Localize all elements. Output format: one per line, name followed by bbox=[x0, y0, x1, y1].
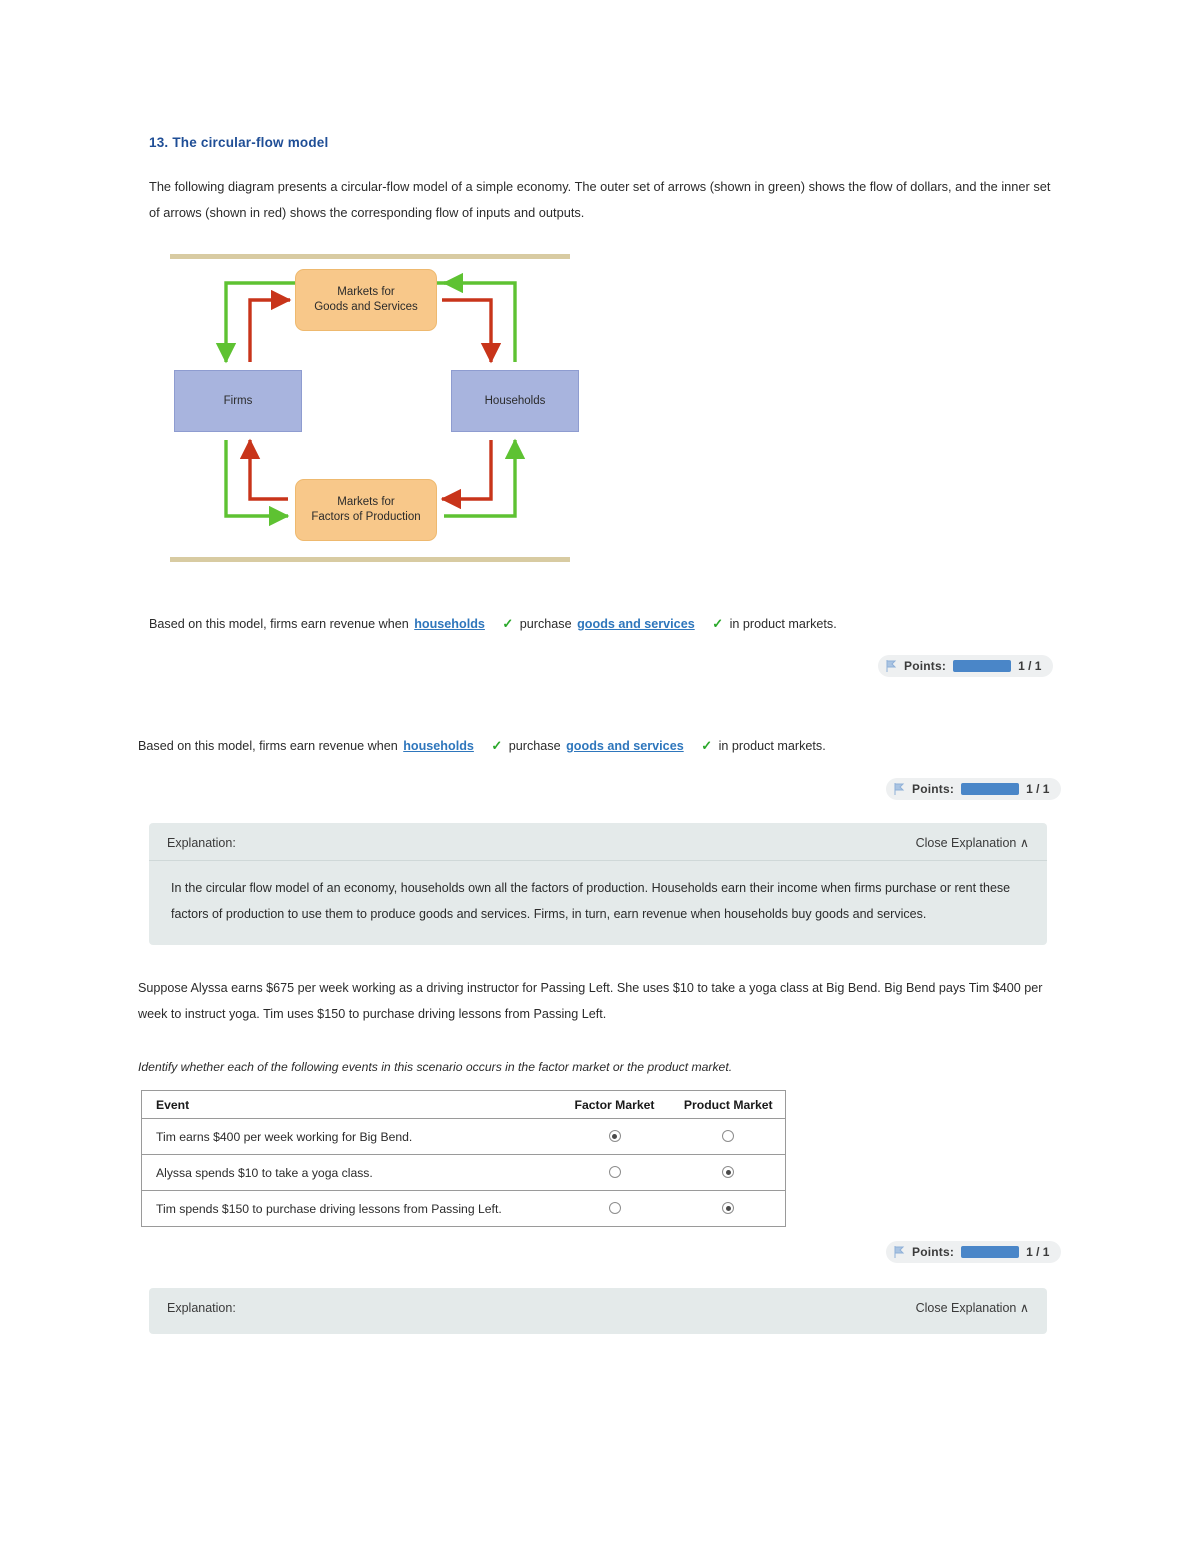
diagram-top-rule bbox=[170, 254, 570, 259]
answer-sentence-1: Based on this model, firms earn revenue … bbox=[149, 616, 837, 632]
factor-market-cell[interactable] bbox=[557, 1118, 672, 1155]
points-progress-bar bbox=[961, 783, 1020, 795]
page-title: 13. The circular-flow model bbox=[149, 135, 329, 150]
node-factors-line2: Factors of Production bbox=[311, 511, 421, 523]
radio-product-market[interactable] bbox=[722, 1202, 735, 1215]
product-market-cell[interactable] bbox=[671, 1118, 786, 1155]
product-market-cell[interactable] bbox=[671, 1154, 786, 1191]
close-explanation-button[interactable]: Close Explanation ∧ bbox=[916, 835, 1029, 850]
column-header-factor: Factor Market bbox=[557, 1090, 672, 1119]
close-explanation-button[interactable]: Close Explanation ∧ bbox=[916, 1300, 1029, 1315]
table-row: Tim earns $400 per week working for Big … bbox=[141, 1118, 786, 1155]
points-label: Points: bbox=[904, 659, 947, 673]
close-explanation-label: Close Explanation bbox=[915, 1301, 1017, 1315]
radio-product-market[interactable] bbox=[722, 1130, 735, 1143]
chevron-up-icon: ∧ bbox=[1019, 1301, 1029, 1315]
check-icon: ✓ bbox=[502, 616, 514, 631]
explanation-header: Explanation: Close Explanation ∧ bbox=[149, 1288, 1047, 1325]
check-icon: ✓ bbox=[712, 616, 724, 631]
answer-blank-households-2[interactable]: households bbox=[403, 739, 474, 753]
explanation-title: Explanation: bbox=[167, 1300, 236, 1315]
points-badge: Points: 1 / 1 bbox=[878, 655, 1054, 677]
sentence-part2: purchase bbox=[508, 739, 561, 753]
scenario-instruction: Identify whether each of the following e… bbox=[138, 1060, 733, 1074]
flag-icon bbox=[886, 660, 897, 672]
factor-market-cell[interactable] bbox=[557, 1154, 672, 1191]
explanation-header: Explanation: Close Explanation ∧ bbox=[149, 823, 1047, 861]
points-label: Points: bbox=[912, 1245, 955, 1259]
product-market-cell[interactable] bbox=[672, 1191, 786, 1227]
points-badge: Points: 1 / 1 bbox=[886, 1241, 1062, 1263]
scenario-text: Suppose Alyssa earns $675 per week worki… bbox=[138, 981, 1043, 1021]
sentence-part3: in product markets. bbox=[729, 617, 837, 631]
answer-blank-households-1[interactable]: households bbox=[414, 617, 485, 631]
radio-product-market[interactable] bbox=[722, 1166, 735, 1179]
factor-market-cell[interactable] bbox=[558, 1191, 672, 1227]
answer-sentence-2: Based on this model, firms earn revenue … bbox=[138, 738, 826, 754]
table-row: Tim spends $150 to purchase driving less… bbox=[142, 1191, 786, 1227]
node-goods-line2: Goods and Services bbox=[314, 301, 418, 313]
points-score: 1 / 1 bbox=[1026, 782, 1050, 796]
points-progress-bar bbox=[953, 660, 1012, 672]
event-label: Alyssa spends $10 to take a yoga class. bbox=[141, 1154, 558, 1191]
node-goods-market: Markets for Goods and Services bbox=[295, 269, 437, 331]
column-header-product: Product Market bbox=[671, 1090, 786, 1119]
points-badge: Points: 1 / 1 bbox=[886, 778, 1062, 800]
points-score: 1 / 1 bbox=[1018, 659, 1042, 673]
points-score: 1 / 1 bbox=[1026, 1245, 1050, 1259]
table-header-row: Event Factor Market Product Market bbox=[141, 1090, 786, 1119]
radio-factor-market[interactable] bbox=[608, 1166, 621, 1179]
intro-paragraph: The following diagram presents a circula… bbox=[149, 179, 1051, 220]
node-factors-market: Markets for Factors of Production bbox=[295, 479, 437, 541]
explanation-panel-2: Explanation: Close Explanation ∧ bbox=[149, 1288, 1047, 1334]
answer-blank-goods-1[interactable]: goods and services bbox=[577, 617, 695, 631]
explanation-body: In the circular flow model of an economy… bbox=[171, 881, 1011, 921]
check-icon: ✓ bbox=[491, 738, 503, 753]
explanation-title: Explanation: bbox=[167, 835, 236, 850]
points-progress-bar bbox=[961, 1246, 1020, 1258]
close-explanation-label: Close Explanation bbox=[915, 836, 1017, 850]
sentence-part1: Based on this model, firms earn revenue … bbox=[149, 617, 409, 631]
flag-icon bbox=[894, 1246, 905, 1258]
radio-factor-market[interactable] bbox=[608, 1202, 621, 1215]
table-row: Alyssa spends $10 to take a yoga class. bbox=[141, 1154, 786, 1191]
diagram-bottom-rule bbox=[170, 557, 570, 562]
answer-blank-goods-2[interactable]: goods and services bbox=[566, 739, 684, 753]
sentence-part2: purchase bbox=[519, 617, 572, 631]
radio-factor-market[interactable] bbox=[608, 1130, 621, 1143]
chevron-up-icon: ∧ bbox=[1019, 836, 1029, 850]
table-body: Tim earns $400 per week working for Big … bbox=[141, 1118, 786, 1227]
flag-icon bbox=[894, 783, 905, 795]
check-icon: ✓ bbox=[701, 738, 713, 753]
sentence-part3: in product markets. bbox=[718, 739, 826, 753]
node-goods-line1: Markets for bbox=[337, 286, 395, 298]
column-header-event: Event bbox=[141, 1090, 558, 1119]
market-classification-table: Event Factor Market Product Market Tim e… bbox=[141, 1090, 786, 1227]
explanation-panel-1: Explanation: Close Explanation ∧ In the … bbox=[149, 823, 1047, 945]
points-label: Points: bbox=[912, 782, 955, 796]
event-label: Tim earns $400 per week working for Big … bbox=[141, 1118, 558, 1155]
event-label: Tim spends $150 to purchase driving less… bbox=[156, 1201, 502, 1216]
node-households: Households bbox=[451, 370, 579, 432]
sentence-part1: Based on this model, firms earn revenue … bbox=[138, 739, 398, 753]
circular-flow-diagram: Markets for Goods and Services Markets f… bbox=[170, 250, 579, 565]
node-firms: Firms bbox=[174, 370, 302, 432]
node-factors-line1: Markets for bbox=[337, 496, 395, 508]
